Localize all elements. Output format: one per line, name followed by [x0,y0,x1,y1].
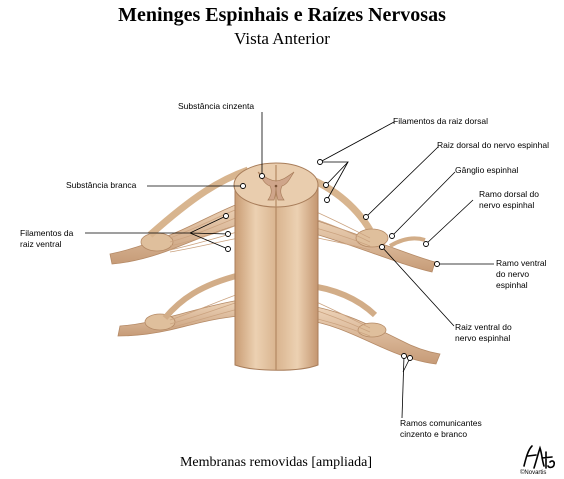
label-substancia-branca: Substância branca [66,180,137,190]
copyright-notice: ©Novartis [520,470,547,476]
label-filamentos-raiz-dorsal: Filamentos da raiz dorsal [393,116,488,126]
label-ramo-ventral: Ramo ventral do nervo espinhal [496,258,547,290]
netter-signature-logo [523,445,555,469]
label-raiz-dorsal: Raiz dorsal do nervo espinhal [437,140,549,150]
figure-subtitle: Vista Anterior [234,29,330,48]
upper-left-nerve [109,166,250,265]
lower-right-nerve [304,282,441,365]
label-ramo-dorsal: Ramo dorsal do nervo espinhal [479,189,540,210]
figure-title: Meninges Espinhais e Raízes Nervosas [118,4,446,26]
leader-dots [223,159,440,361]
label-ganglio-espinhal: Gânglio espinhal [455,165,519,175]
label-ramos-comunicantes: Ramos comunicantes cinzento e branco [400,418,482,439]
figure-caption: Membranas removidas [ampliada] [179,455,373,470]
label-filamentos-raiz-ventral: Filamentos da raiz ventral [20,228,74,249]
leader-lines [85,112,494,419]
spinal-cord [233,162,319,371]
lower-left-nerve [117,272,241,337]
label-raiz-ventral: Raiz ventral do nervo espinhal [455,322,512,343]
upper-right-nerve [298,171,436,273]
label-substancia-cinzenta: Substância cinzenta [178,101,255,111]
